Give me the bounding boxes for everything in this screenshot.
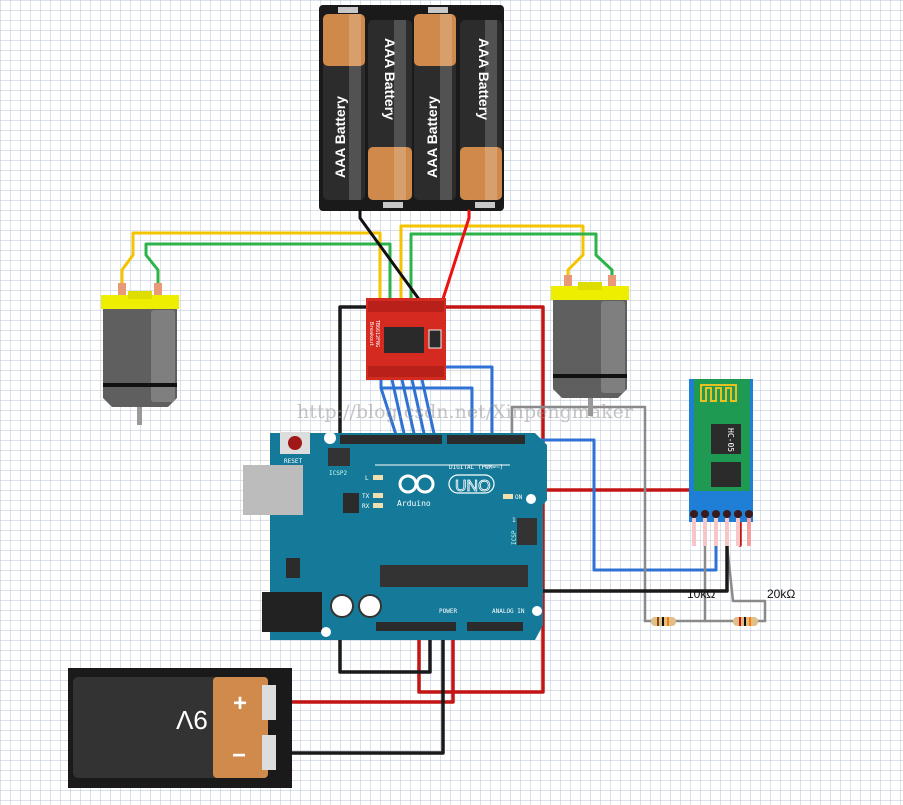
resistor-10k[interactable] (651, 617, 676, 626)
wire-green-right-motor[interactable] (409, 232, 614, 302)
mount-hole (321, 627, 331, 637)
motor-driver-board[interactable]: TB6612FNG Breakout (366, 298, 446, 380)
led-tx (373, 493, 383, 498)
power-header (376, 622, 456, 631)
battery-9v-plus: + (233, 690, 247, 717)
led-on-label: ON (515, 494, 523, 501)
aaa-cell-2-label: AAA Battery (382, 38, 398, 120)
arduino-brand: Arduino (397, 499, 431, 508)
led-l-label: L (365, 475, 369, 482)
watermark: http://blog.csdn.net/Xinpengmaker (297, 401, 634, 423)
aaa-cell-3: AAA Battery (414, 14, 456, 200)
arduino-uno-board[interactable]: RESET ICSP2 DIGITAL (PWM=~) L TX RX ON U… (243, 432, 547, 640)
wire-blue-d10[interactable] (399, 373, 417, 440)
hc05-bluetooth-module[interactable]: HC-05 (689, 379, 753, 546)
led-rx-label: RX (362, 503, 370, 510)
wire-blue-d11[interactable] (389, 373, 407, 440)
wires (120, 209, 767, 780)
mount-hole (324, 432, 336, 444)
battery-contact (475, 202, 495, 208)
battery-9v[interactable]: 9V + − (68, 668, 292, 788)
wire-red-battery-pack[interactable] (440, 209, 471, 304)
bt-chip-2 (711, 462, 741, 487)
icsp-label: ICSP (511, 530, 518, 545)
driver-sublabel: Breakout (368, 322, 374, 346)
arduino-logo (398, 474, 495, 494)
led-tx-label: TX (362, 493, 370, 500)
aaa-battery-pack[interactable]: AAA Battery AAA Battery AAA Battery AAA … (319, 5, 504, 211)
motor-band (103, 383, 177, 387)
digital-header-left (340, 435, 442, 444)
driver-header-bottom (368, 366, 444, 377)
resistor-20k-label: 20kΩ (767, 587, 795, 601)
aaa-cell-1-label: AAA Battery (332, 96, 348, 178)
driver-chip (384, 327, 424, 353)
wire-yellow-right-motor[interactable] (399, 224, 585, 302)
reset-label: RESET (284, 458, 302, 465)
resistor-10k-label: 10kΩ (687, 587, 715, 601)
wire-blue-d5[interactable] (379, 386, 474, 440)
driver-header-top (368, 301, 444, 312)
wire-blue-d8[interactable] (419, 373, 437, 440)
atmega-chip (380, 565, 528, 587)
driver-cap (428, 329, 442, 349)
power-header-label: POWER (439, 608, 457, 615)
bt-pins (690, 510, 753, 546)
wire-black-9v-minus[interactable] (282, 628, 445, 755)
aaa-cell-4-label: AAA Battery (476, 38, 492, 120)
arduino-model: UNO (455, 478, 491, 495)
analog-header (467, 622, 523, 631)
bt-chip (711, 424, 741, 454)
aaa-cell-1: AAA Battery (323, 14, 365, 200)
wire-blue-d9[interactable] (409, 373, 427, 440)
wire-green-left-motor[interactable] (144, 242, 392, 302)
capacitor (330, 594, 354, 618)
battery-contact (338, 7, 358, 13)
usb-chip (343, 493, 359, 513)
battery-9v-minus: − (232, 742, 246, 769)
wire-black-battery-pack[interactable] (358, 209, 423, 304)
reset-button-cap (288, 436, 302, 450)
led-l (373, 475, 383, 480)
capacitor (358, 594, 382, 618)
icsp2-label: ICSP2 (329, 470, 347, 477)
usb-port (243, 465, 303, 515)
wire-red-9v-plus[interactable] (282, 628, 455, 704)
icsp2-header (328, 448, 350, 466)
aaa-cell-2: AAA Battery (368, 20, 412, 200)
analog-header-label: ANALOG IN (492, 608, 525, 615)
dc-motor-left[interactable] (101, 283, 179, 425)
wire-black-driver-gnd[interactable] (338, 305, 432, 674)
aaa-cell-3-label: AAA Battery (424, 96, 440, 178)
wire-gray-tx1[interactable] (510, 405, 647, 623)
mount-hole (526, 494, 536, 504)
aaa-cell-4: AAA Battery (460, 20, 502, 200)
motor-band (553, 374, 627, 378)
icsp-pin1: 1 (512, 517, 516, 524)
wire-blue-d3[interactable] (439, 365, 494, 440)
digital-header-right (447, 435, 525, 444)
wire-gray-bt-gnd[interactable] (725, 543, 767, 623)
dc-jack (262, 592, 322, 632)
battery-contact (428, 7, 448, 13)
led-on (503, 494, 513, 499)
resistor-20k[interactable] (733, 617, 758, 626)
digital-header-label: DIGITAL (PWM=~) (449, 464, 503, 471)
led-rx (373, 503, 383, 508)
voltage-regulator (286, 558, 300, 578)
wire-blue-rx0[interactable] (521, 438, 718, 572)
bt-chip-label: HC-05 (726, 428, 735, 452)
driver-label: TB6612FNG (374, 320, 380, 347)
icsp-header (517, 518, 537, 545)
dc-motor-right[interactable] (551, 275, 629, 416)
battery-contact (383, 202, 403, 208)
mount-hole (532, 606, 542, 616)
battery-9v-label: 9V (175, 705, 207, 735)
